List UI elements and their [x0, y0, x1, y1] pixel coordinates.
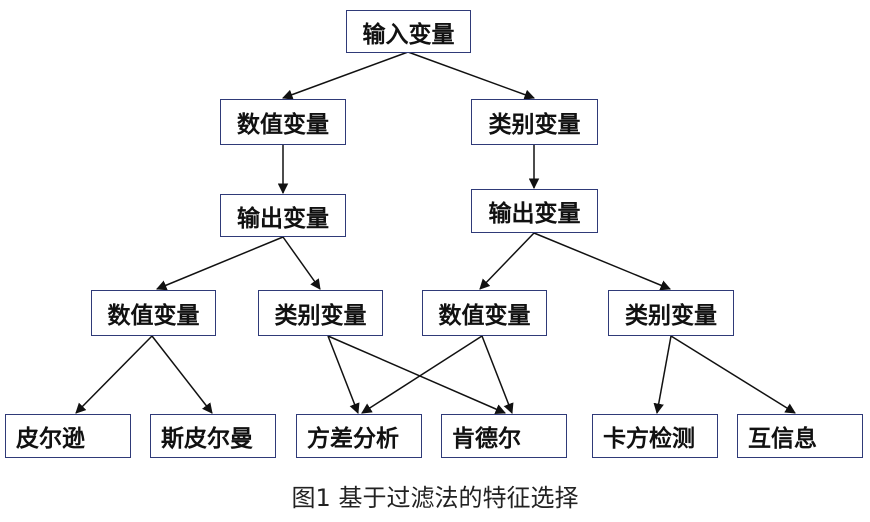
edge-numnum-pearson	[75, 335, 153, 414]
edge-numcat-anova	[327, 335, 360, 414]
node-numeric-variable: 数值变量	[220, 99, 346, 145]
node-output-variable-right: 输出变量	[471, 189, 598, 233]
edge-outl-num	[156, 236, 284, 291]
edge-catcat-chi	[653, 335, 672, 415]
node-pearson: 皮尔逊	[5, 414, 131, 458]
node-anova: 方差分析	[296, 414, 422, 458]
node-input-variable: 输入变量	[346, 10, 471, 53]
edge-outr-num	[479, 232, 535, 290]
edge-outr-cat	[533, 232, 671, 291]
edge-numnum-spearman	[151, 335, 213, 414]
node-numeric-variable-2b: 数值变量	[422, 290, 547, 336]
node-chi-square: 卡方检测	[592, 414, 718, 458]
edge-outl-cat	[282, 236, 321, 290]
node-numeric-variable-2a: 数值变量	[91, 290, 216, 336]
figure-caption: 图1 基于过滤法的特征选择	[291, 484, 579, 512]
node-mutual-information: 互信息	[737, 414, 863, 458]
node-kendall: 肯德尔	[441, 414, 567, 458]
node-spearman: 斯皮尔曼	[150, 414, 276, 458]
edge-catcat-mutual	[670, 335, 796, 414]
edge-root-num	[282, 51, 409, 100]
node-categorical-variable-2b: 类别变量	[608, 290, 734, 336]
edge-catnum-anova	[361, 335, 483, 414]
edge-root-cat	[407, 51, 535, 100]
node-categorical-variable: 类别变量	[471, 99, 598, 145]
node-output-variable-left: 输出变量	[220, 194, 346, 237]
node-categorical-variable-2a: 类别变量	[258, 290, 383, 336]
edge-catnum-kendall	[481, 335, 514, 414]
edge-numcat-kendall	[327, 335, 506, 415]
